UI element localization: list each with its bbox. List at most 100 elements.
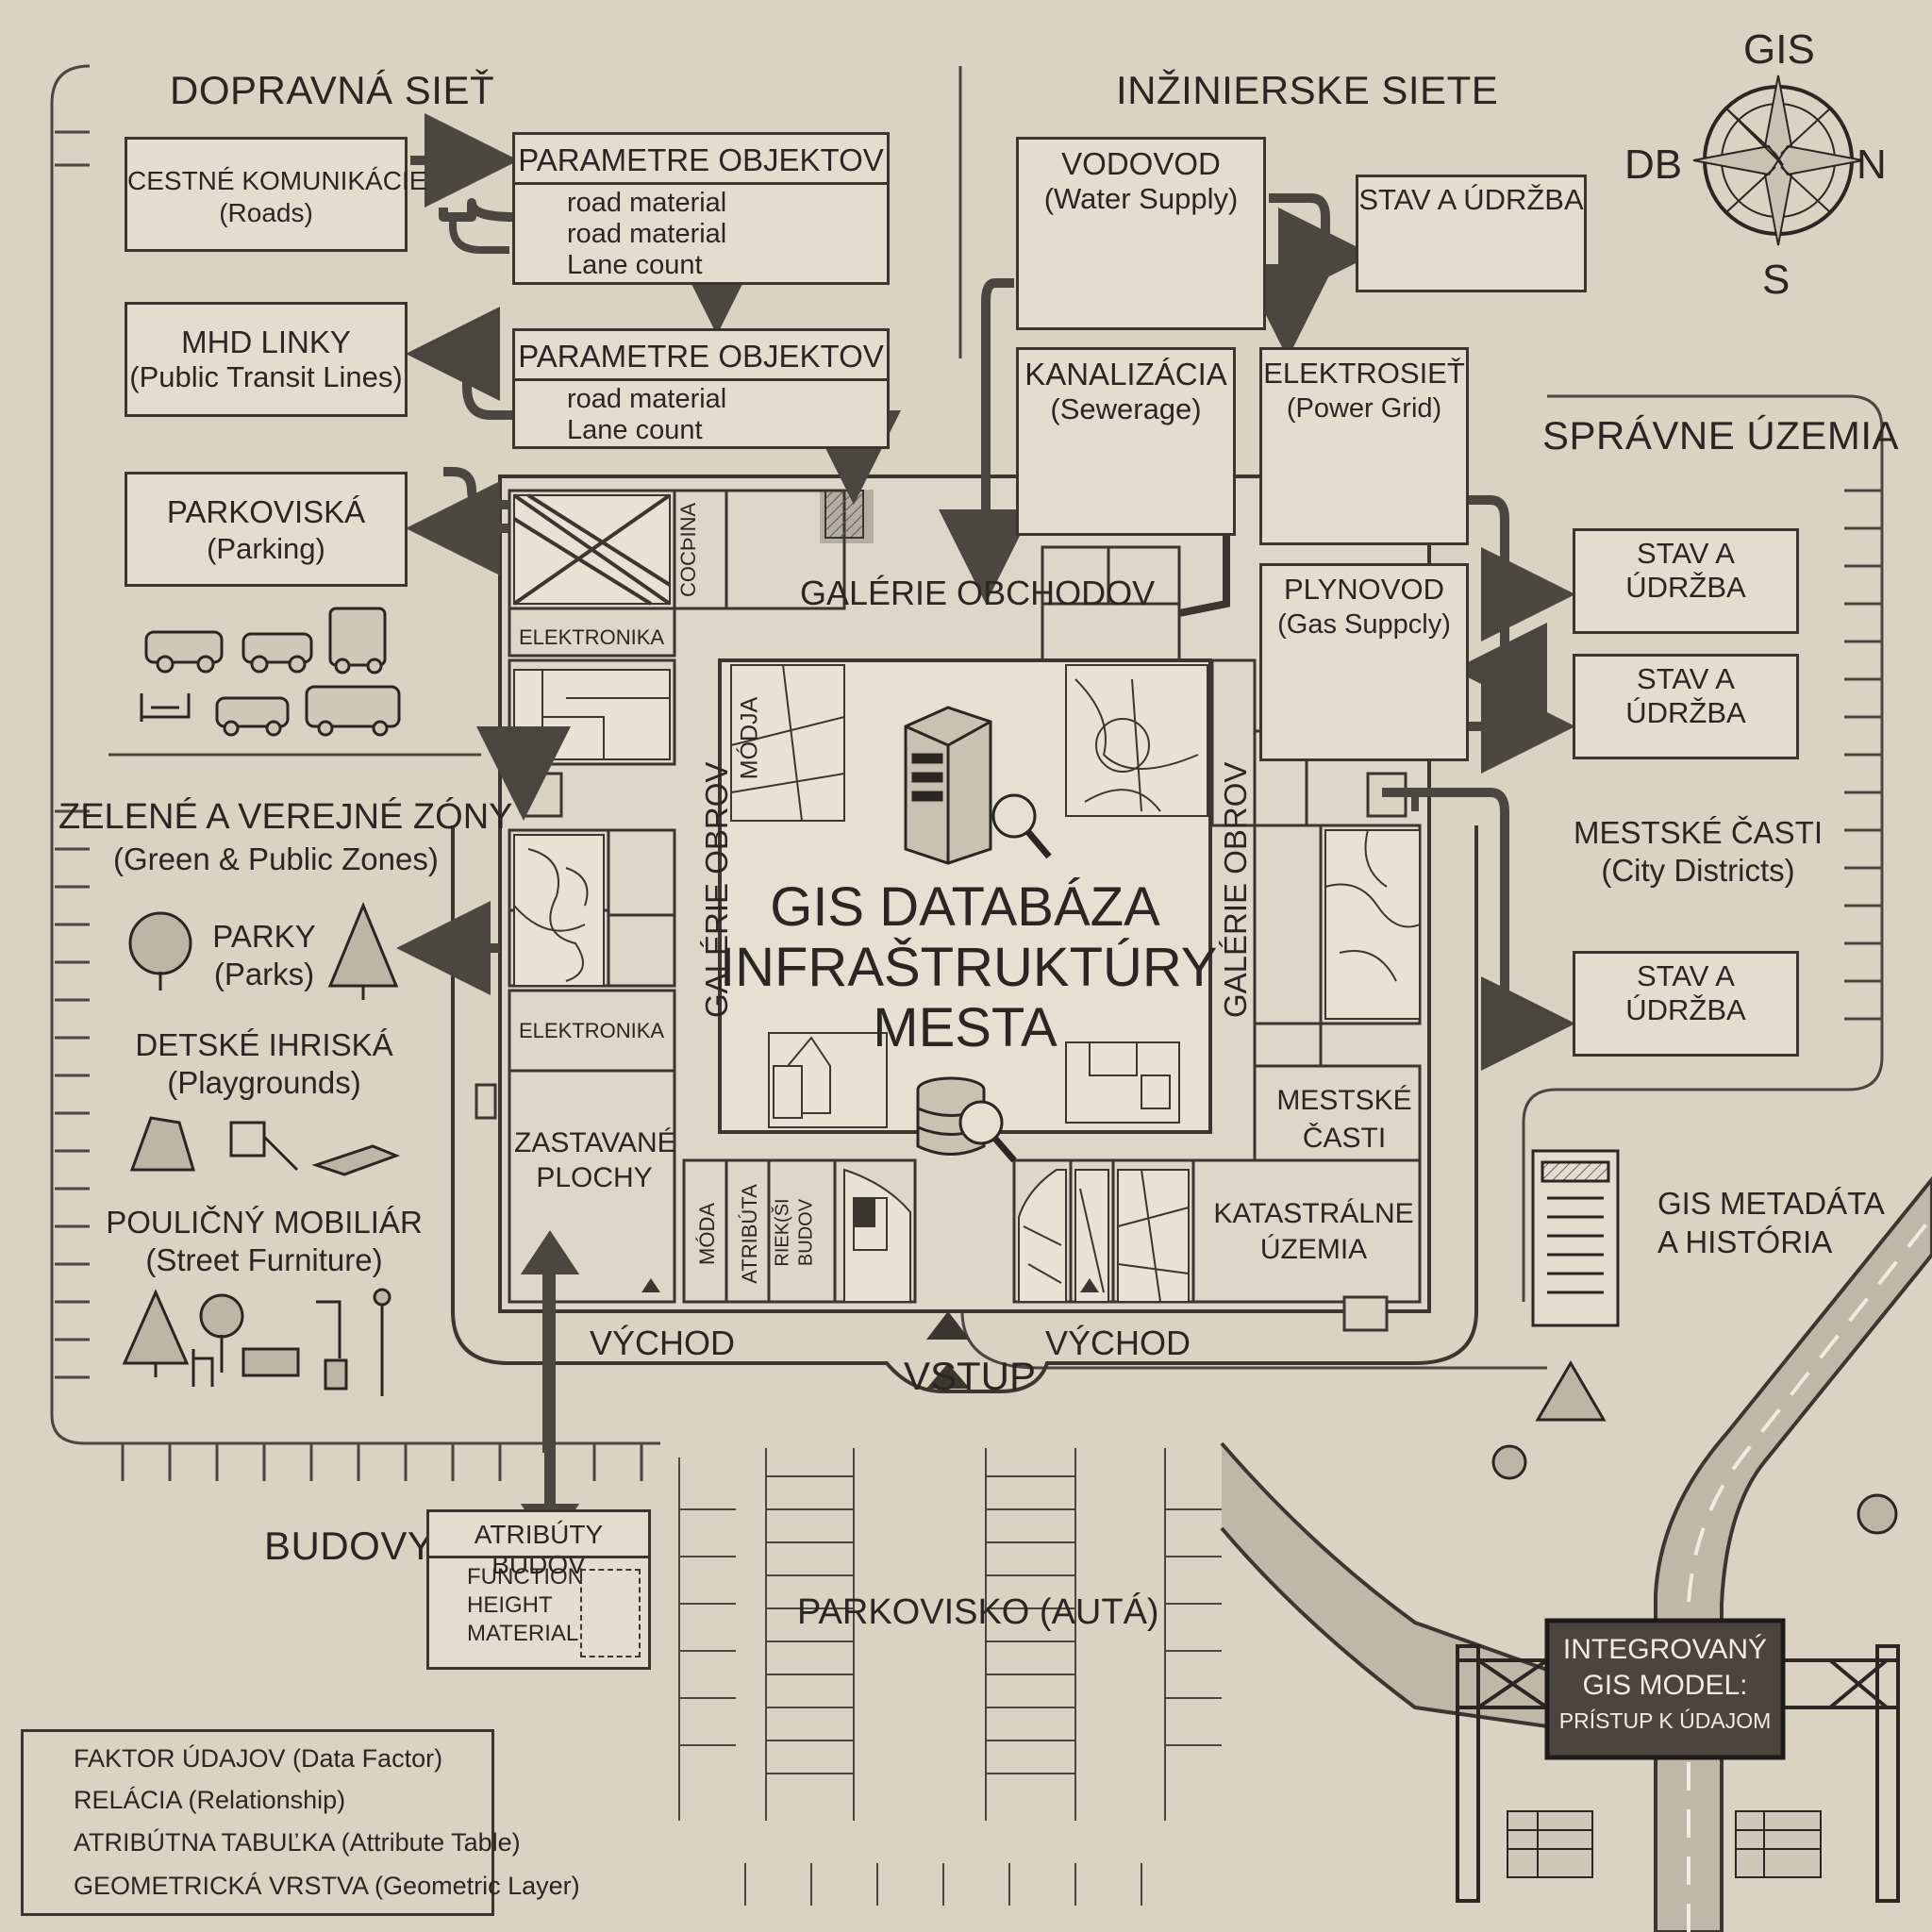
object-params-title-1: PARAMETRE OBJEKTOV	[518, 142, 884, 177]
legend-item-relationship: RELÁCIA (Relationship)	[74, 1786, 346, 1814]
building-attributes-table: ATRIBÚTY BUDOV FUNCTION HEIGHT MATERIAL	[426, 1509, 651, 1670]
city-parts-line2: ČASTI	[1302, 1123, 1387, 1154]
parking-sublabel: (Parking)	[207, 532, 325, 565]
transit-label: MHD LINKY	[181, 325, 351, 359]
water-supply-sublabel: (Water Supply)	[1043, 182, 1239, 215]
tree-icons	[122, 902, 1898, 1535]
roads-sublabel: (Roads)	[219, 198, 313, 227]
central-title-line3: MESTA	[873, 997, 1058, 1058]
gate-tables	[1507, 1810, 1822, 1878]
electronics-label-1: ELEKTRONIKA	[519, 625, 665, 649]
playground-icons	[129, 1116, 401, 1176]
water-supply-label: VODOVOD	[1061, 146, 1221, 181]
built-areas-line1: ZASTAVANÉ	[514, 1127, 676, 1158]
city-parts-line1: MESTSKÉ	[1276, 1085, 1412, 1116]
roads-box: CESTNÉ KOMUNIKÁCIE (Roads)	[125, 137, 427, 252]
cadastral-line2: ÚZEMIA	[1259, 1234, 1368, 1265]
parks-sublabel: (Parks)	[213, 957, 315, 991]
table-row: FUNCTION	[467, 1564, 584, 1590]
status-maintenance-table-eng: STAV A ÚDRŽBA	[1356, 175, 1587, 292]
fashion-top-label: MÓDJA	[736, 696, 763, 780]
table-row: HEIGHT	[467, 1592, 553, 1618]
gas-supply-box: PLYNOVOD (Gas Suppcly)	[1259, 563, 1469, 761]
electronics-label-2: ELEKTRONIKA	[519, 1019, 665, 1042]
section-dividers	[108, 66, 962, 757]
central-title-line1: GIS DATABÁZA	[770, 876, 1160, 938]
status-maintenance-table-1: STAV A ÚDRŽBA	[1573, 528, 1799, 634]
section-title-engineering: INŽINIERSKE SIETE	[1116, 68, 1499, 112]
car-parking-label: PARKOVISKO (AUTÁ)	[797, 1592, 1159, 1632]
sewerage-sublabel: (Sewerage)	[1050, 392, 1202, 425]
metadata-label-line2: A HISTÓRIA	[1657, 1224, 1833, 1259]
parking-box: PARKOVISKÁ (Parking)	[125, 472, 408, 587]
cocpina-label: COCÞINA	[676, 502, 700, 597]
compass-rose-icon	[1692, 75, 1864, 246]
building-rows-label-1: RIEK(ŠI	[772, 1198, 793, 1267]
building-rows-label-2: BUDOV	[795, 1198, 817, 1267]
central-title: GIS DATABÁZA INFRAŠTRUKTÚRY MESTA	[720, 876, 1217, 1058]
shop-galleries-label: GALÉRIE OBCHODOV	[800, 574, 1156, 612]
building-attributes-title: ATRIBÚTY BUDOV	[474, 1520, 604, 1579]
attribute-label: ATRIBÚTA	[738, 1184, 761, 1284]
relationship-arrows	[396, 113, 1575, 1453]
gate-sign-line3: PRÍSTUP K ÚDAJOM	[1558, 1708, 1772, 1733]
status-maintenance-table-3: STAV A ÚDRŽBA	[1573, 951, 1799, 1057]
water-supply-box: VODOVOD (Water Supply)	[1016, 137, 1266, 330]
sewerage-label: KANALIZÁCIA	[1024, 357, 1227, 391]
exit-left-label: VÝCHOD	[590, 1324, 736, 1362]
giant-galleries-right-label: GALÉRIE OBROV	[1218, 761, 1253, 1018]
playgrounds-sublabel: (Playgrounds)	[167, 1065, 361, 1100]
table-row: Lane count	[567, 415, 703, 445]
table-row: road material	[567, 188, 727, 218]
server-icon	[904, 706, 1052, 865]
street-furniture-sublabel: (Street Furniture)	[145, 1242, 383, 1277]
street-furniture-label: POULIČNÝ MOBILIÁR	[106, 1205, 423, 1240]
city-districts-sublabel: (City Districts)	[1601, 853, 1795, 888]
legend-item-geometric-layer: GEOMETRICKÁ VRSTVA (Geometric Layer)	[74, 1872, 580, 1900]
gas-supply-label: PLYNOVOD	[1284, 573, 1444, 606]
fashion-bottom-label: MÓDA	[695, 1203, 719, 1265]
left-parking-boundary	[50, 64, 1884, 1445]
parking-label: PARKOVISKÁ	[166, 494, 366, 529]
metadata-label-line1: GIS METADÁTA	[1657, 1186, 1885, 1221]
entrance-label: VSTUP	[904, 1354, 1037, 1398]
compass-south-label: S	[1762, 257, 1790, 303]
status-maintenance-table-2: STAV A ÚDRŽBA	[1573, 654, 1799, 759]
car-parking-lot	[678, 1448, 1222, 1906]
vehicle-icons	[140, 607, 401, 737]
legend	[21, 1729, 494, 1916]
legend-item-attribute-table: ATRIBÚTNA TABUĽKA (Attribute Table)	[74, 1828, 521, 1857]
status-maintenance-title-2: STAV A ÚDRŽBA	[1625, 662, 1746, 729]
entrance-markers	[641, 1278, 1099, 1389]
power-grid-sublabel: (Power Grid)	[1286, 393, 1442, 424]
city-districts-label: MESTSKÉ ČASTI	[1573, 815, 1824, 850]
table-row: road material	[567, 219, 727, 249]
gate-structure	[1456, 1618, 1900, 1903]
compass-north-label: GIS	[1743, 26, 1815, 73]
legend-item-data-factor: FAKTOR ÚDAJOV (Data Factor)	[74, 1744, 443, 1773]
roads-label: CESTNÉ KOMUNIKÁCIE	[127, 166, 427, 195]
street-furniture-icons	[192, 1288, 391, 1396]
transit-box: MHD LINKY (Public Transit Lines)	[125, 302, 408, 417]
database-icon	[916, 1076, 1017, 1163]
transit-sublabel: (Public Transit Lines)	[129, 360, 403, 393]
playgrounds-label: DETSKÉ IHRISKÁ	[135, 1027, 393, 1062]
object-params-table-2: PARAMETRE OBJEKTOV road material Lane co…	[512, 328, 890, 449]
gate-sign-line1: INTEGROVANÝ	[1562, 1634, 1768, 1665]
gate-sign-line2: GIS MODEL:	[1582, 1670, 1748, 1701]
metadata-document-icon	[1531, 1149, 1620, 1327]
gas-supply-sublabel: (Gas Suppcly)	[1277, 609, 1451, 640]
object-params-title-2: PARAMETRE OBJEKTOV	[518, 339, 884, 374]
status-maintenance-title-3: STAV A ÚDRŽBA	[1625, 959, 1746, 1026]
status-maintenance-title-1: STAV A ÚDRŽBA	[1625, 537, 1746, 604]
section-title-transport: DOPRAVNÁ SIEŤ	[170, 68, 495, 112]
table-row: road material	[567, 384, 727, 414]
built-areas-line2: PLOCHY	[536, 1162, 653, 1193]
parks-label: PARKY	[212, 919, 316, 954]
compass-east-label: N	[1857, 142, 1887, 188]
exit-right-label: VÝCHOD	[1045, 1324, 1191, 1362]
geometric-map-tiles	[512, 490, 1421, 1303]
table-row: MATERIAL	[467, 1621, 579, 1646]
